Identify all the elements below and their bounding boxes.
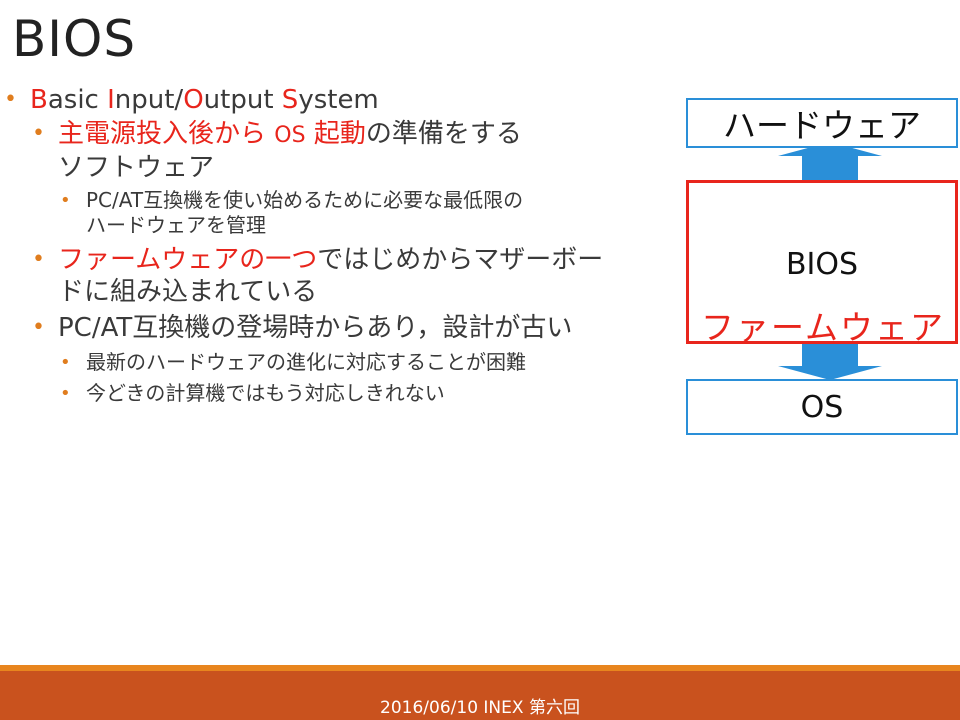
cannot-support-text: 今どきの計算機ではもう対応しきれない [86,381,445,405]
boot-prep-rest: の準備をする [365,119,522,149]
arrow-up-head [778,142,882,156]
hard-to-adapt-text: 最新のハードウェアの進化に対応することが困難 [86,350,526,374]
boot-prep-line2: ソフトウェア [58,153,215,183]
footer-bar: 2016/06/10 INEX 第六回 [0,665,960,720]
bullet-dot: • [32,315,45,340]
hardware-box: ハードウェア [686,98,958,148]
bullet-cannot-support: • 今どきの計算機ではもう対応しきれない [0,381,690,406]
bullet-firmware: • ファームウェアの一つではじめからマザーボー ドに組み込まれている [0,244,690,308]
bios-expansion-part: utput [203,85,282,115]
bullet-old-design: • PC/AT互換機の登場時からあり，設計が古い [0,312,690,344]
slide-title: BIOS [12,10,137,68]
boot-prep-red-2: 起動 [313,119,366,149]
firmware-label: ファームウェア [700,308,945,347]
os-box: OS [686,379,958,435]
footer-text: 2016/06/10 INEX 第六回 [380,698,580,718]
bullet-dot: • [60,352,71,373]
bullet-dot: • [60,383,71,404]
min-hardware-line2: ハードウェアを管理 [86,213,266,237]
firmware-line2: ドに組み込まれている [58,277,318,307]
bios-expansion-part: nput/ [114,85,184,115]
bios-box-label: BIOS [785,247,859,282]
bullet-dot: • [32,247,45,272]
bullet-dot: • [60,190,71,211]
min-hardware-line1: PC/AT互換機を使い始めるために必要な最低限の [86,188,524,212]
bios-expansion-part: B [30,85,48,115]
bullet-dot: • [32,121,45,146]
boot-prep-os: OS [274,123,306,148]
old-design-text: PC/AT互換機の登場時からあり，設計が古い [58,313,573,343]
bios-expansion-part: I [107,85,115,115]
boot-prep-red-1: 主電源投入後から [58,119,267,149]
bios-box: BIOS ファームウェア [686,180,958,347]
bios-expansion-part: ystem [298,85,379,115]
bullet-hard-to-adapt: • 最新のハードウェアの進化に対応することが困難 [0,350,690,375]
arrow-down-head [778,366,882,380]
bullet-bios-expansion: • Basic Input/Output System [0,84,690,116]
bios-expansion-text: Basic Input/Output System [30,85,379,115]
bios-expansion-part: O [183,85,204,115]
bios-expansion-part: asic [47,85,108,115]
bullet-boot-prep: • 主電源投入後から OS 起動の準備をする ソフトウェア [0,118,690,184]
bullet-min-hardware: • PC/AT互換機を使い始めるために必要な最低限の ハードウェアを管理 [0,188,690,238]
bullet-dot: • [4,87,17,112]
firmware-rest: ではじめからマザーボー [317,245,604,275]
firmware-red: ファームウェアの一つ [58,245,318,275]
bullet-list: • Basic Input/Output System • 主電源投入後から O… [0,84,690,406]
bios-expansion-part: S [281,85,299,115]
